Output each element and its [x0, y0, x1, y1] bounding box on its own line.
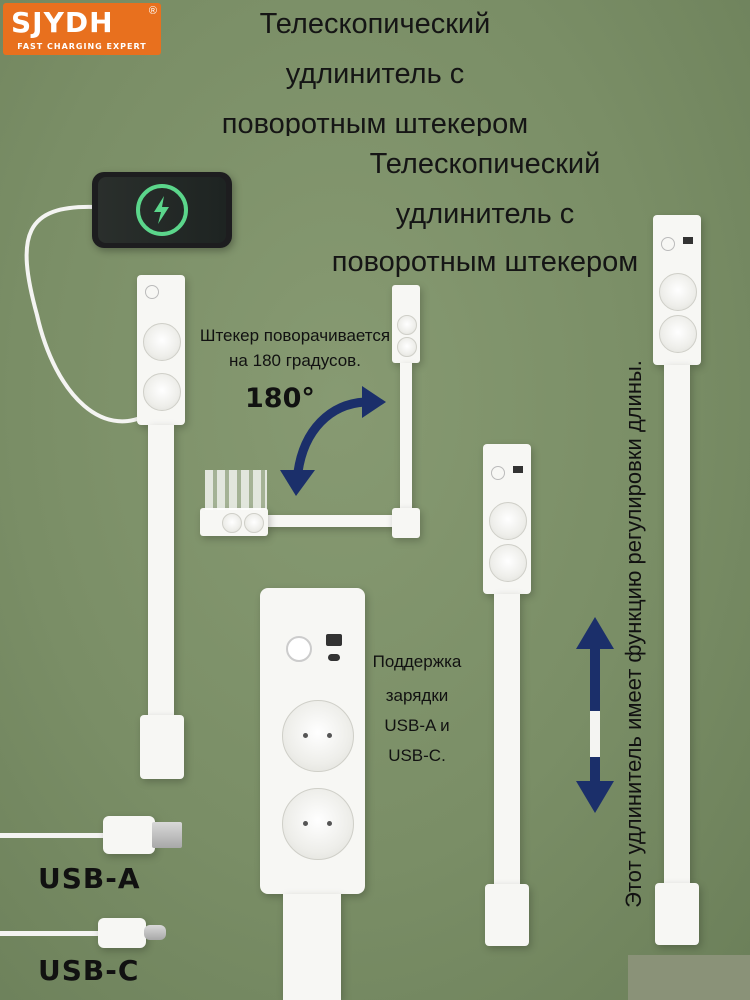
brand-tagline: FAST CHARGING EXPERT: [17, 42, 147, 51]
power-strip-left: [137, 275, 185, 425]
arm-horizontal: [265, 515, 405, 527]
usb-note-line1: Поддержка: [372, 652, 462, 671]
extension-arm-left: [148, 425, 174, 715]
heading-second-line2: удлинитель с: [395, 198, 575, 230]
usb-note-line4: USB-C.: [388, 746, 446, 765]
usb-note-line3: USB-A и: [384, 716, 450, 735]
heading-first-line3: поворотным штекером: [221, 110, 529, 136]
brand-logo: SJYDH ® FAST CHARGING EXPERT: [3, 3, 161, 55]
usb-note-line2: зарядки: [385, 686, 449, 705]
power-strip-large: [260, 588, 365, 894]
usb-c-port: [328, 654, 340, 661]
floor-block: [628, 955, 750, 1000]
socket-2: [282, 788, 354, 860]
rotation-note-line1: Штекер поворачивается: [199, 326, 391, 345]
usb-c-label: USB-C: [38, 954, 140, 987]
length-adjust-note: Этот удлинитель имеет функцию регулировк…: [621, 360, 646, 908]
rotation-note-line2: на 180 градусов.: [229, 351, 361, 370]
power-switch: [286, 636, 312, 662]
rotating-plug-joint: [392, 508, 420, 538]
plug-right: [655, 883, 699, 945]
usb-a-connector-body: [103, 816, 155, 854]
usb-c-connector-tip: [144, 925, 166, 940]
usb-c-cable: [0, 931, 100, 936]
plug-left: [140, 715, 184, 779]
rotation-angle: 180°: [245, 383, 315, 414]
usb-a-connector-tip: [152, 822, 182, 848]
extension-arm-mini: [400, 363, 412, 513]
usb-c-connector-body: [98, 918, 146, 948]
horizontal-strip: [200, 508, 268, 536]
heading-first-line1: Телескопический: [259, 8, 491, 40]
heading-first-line2: удлинитель с: [285, 58, 465, 90]
extension-arm-right: [664, 365, 690, 885]
heading-second-line1: Телескопический: [369, 148, 601, 180]
length-adjust-arrow-icon: [576, 617, 614, 813]
charging-cable: [24, 204, 157, 424]
brand-name: SJYDH: [11, 6, 114, 39]
power-strip-right: [653, 215, 701, 365]
brand-registered: ®: [148, 5, 157, 17]
power-strip-middle: [483, 444, 531, 594]
plug-middle: [485, 884, 529, 946]
smartphone: [92, 172, 232, 248]
power-strip-mini: [392, 285, 420, 363]
heading-second-line3: поворотным штекером: [331, 246, 639, 278]
extension-arm-large: [283, 894, 341, 1000]
usb-a-label: USB-A: [38, 862, 141, 895]
usb-a-cable: [0, 833, 110, 838]
socket-1: [282, 700, 354, 772]
charging-bolt-icon: [136, 184, 188, 236]
plug-fan-ghost: [205, 470, 267, 510]
extension-arm-middle: [494, 594, 520, 886]
usb-a-port: [326, 634, 342, 646]
rotate-arrow-icon: [280, 386, 386, 496]
